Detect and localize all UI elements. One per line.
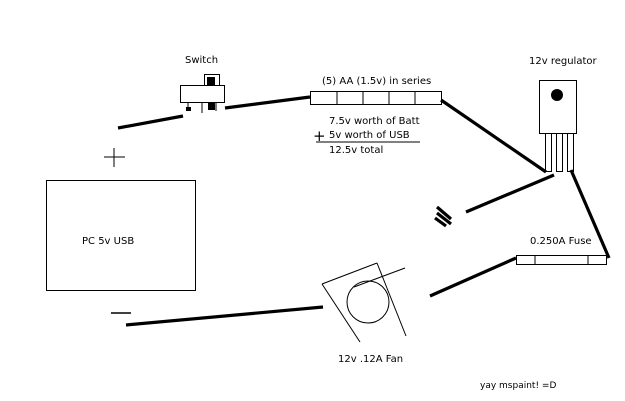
total-volts-text: 12.5v total <box>329 145 383 156</box>
batt-volts-text: 7.5v worth of Batt <box>329 116 420 127</box>
wire-battery-to-regulator <box>440 98 547 174</box>
wire-switch-to-battery <box>224 95 311 110</box>
wire-regulator-to-ground <box>465 173 555 214</box>
pc-box <box>46 180 196 291</box>
regulator-label: 12v regulator <box>529 56 597 67</box>
battery-label: (5) AA (1.5v) in series <box>322 76 431 87</box>
wire-fan-to-pc <box>125 305 324 327</box>
fan-label: 12v .12A Fan <box>338 354 403 365</box>
fuse-label: 0.250A Fuse <box>530 236 592 247</box>
switch-icon <box>180 74 225 113</box>
battery-pack-icon <box>310 91 442 105</box>
footer-note: yay mspaint! =D <box>480 381 556 391</box>
ground-icon <box>434 205 453 228</box>
plus-sign-text: + <box>313 127 326 145</box>
fuse-icon <box>516 255 607 265</box>
switch-label: Switch <box>185 55 218 66</box>
usb-volts-text: 5v worth of USB <box>329 130 410 141</box>
wire-switch-to-pc <box>117 114 184 130</box>
wire-regulator-to-fuse <box>569 169 611 259</box>
plus-sign-pc <box>104 148 125 167</box>
wire-fuse-to-fan <box>429 256 517 298</box>
fan-icon <box>321 262 407 343</box>
pc-label: PC 5v USB <box>82 236 134 247</box>
regulator-icon <box>539 80 577 172</box>
